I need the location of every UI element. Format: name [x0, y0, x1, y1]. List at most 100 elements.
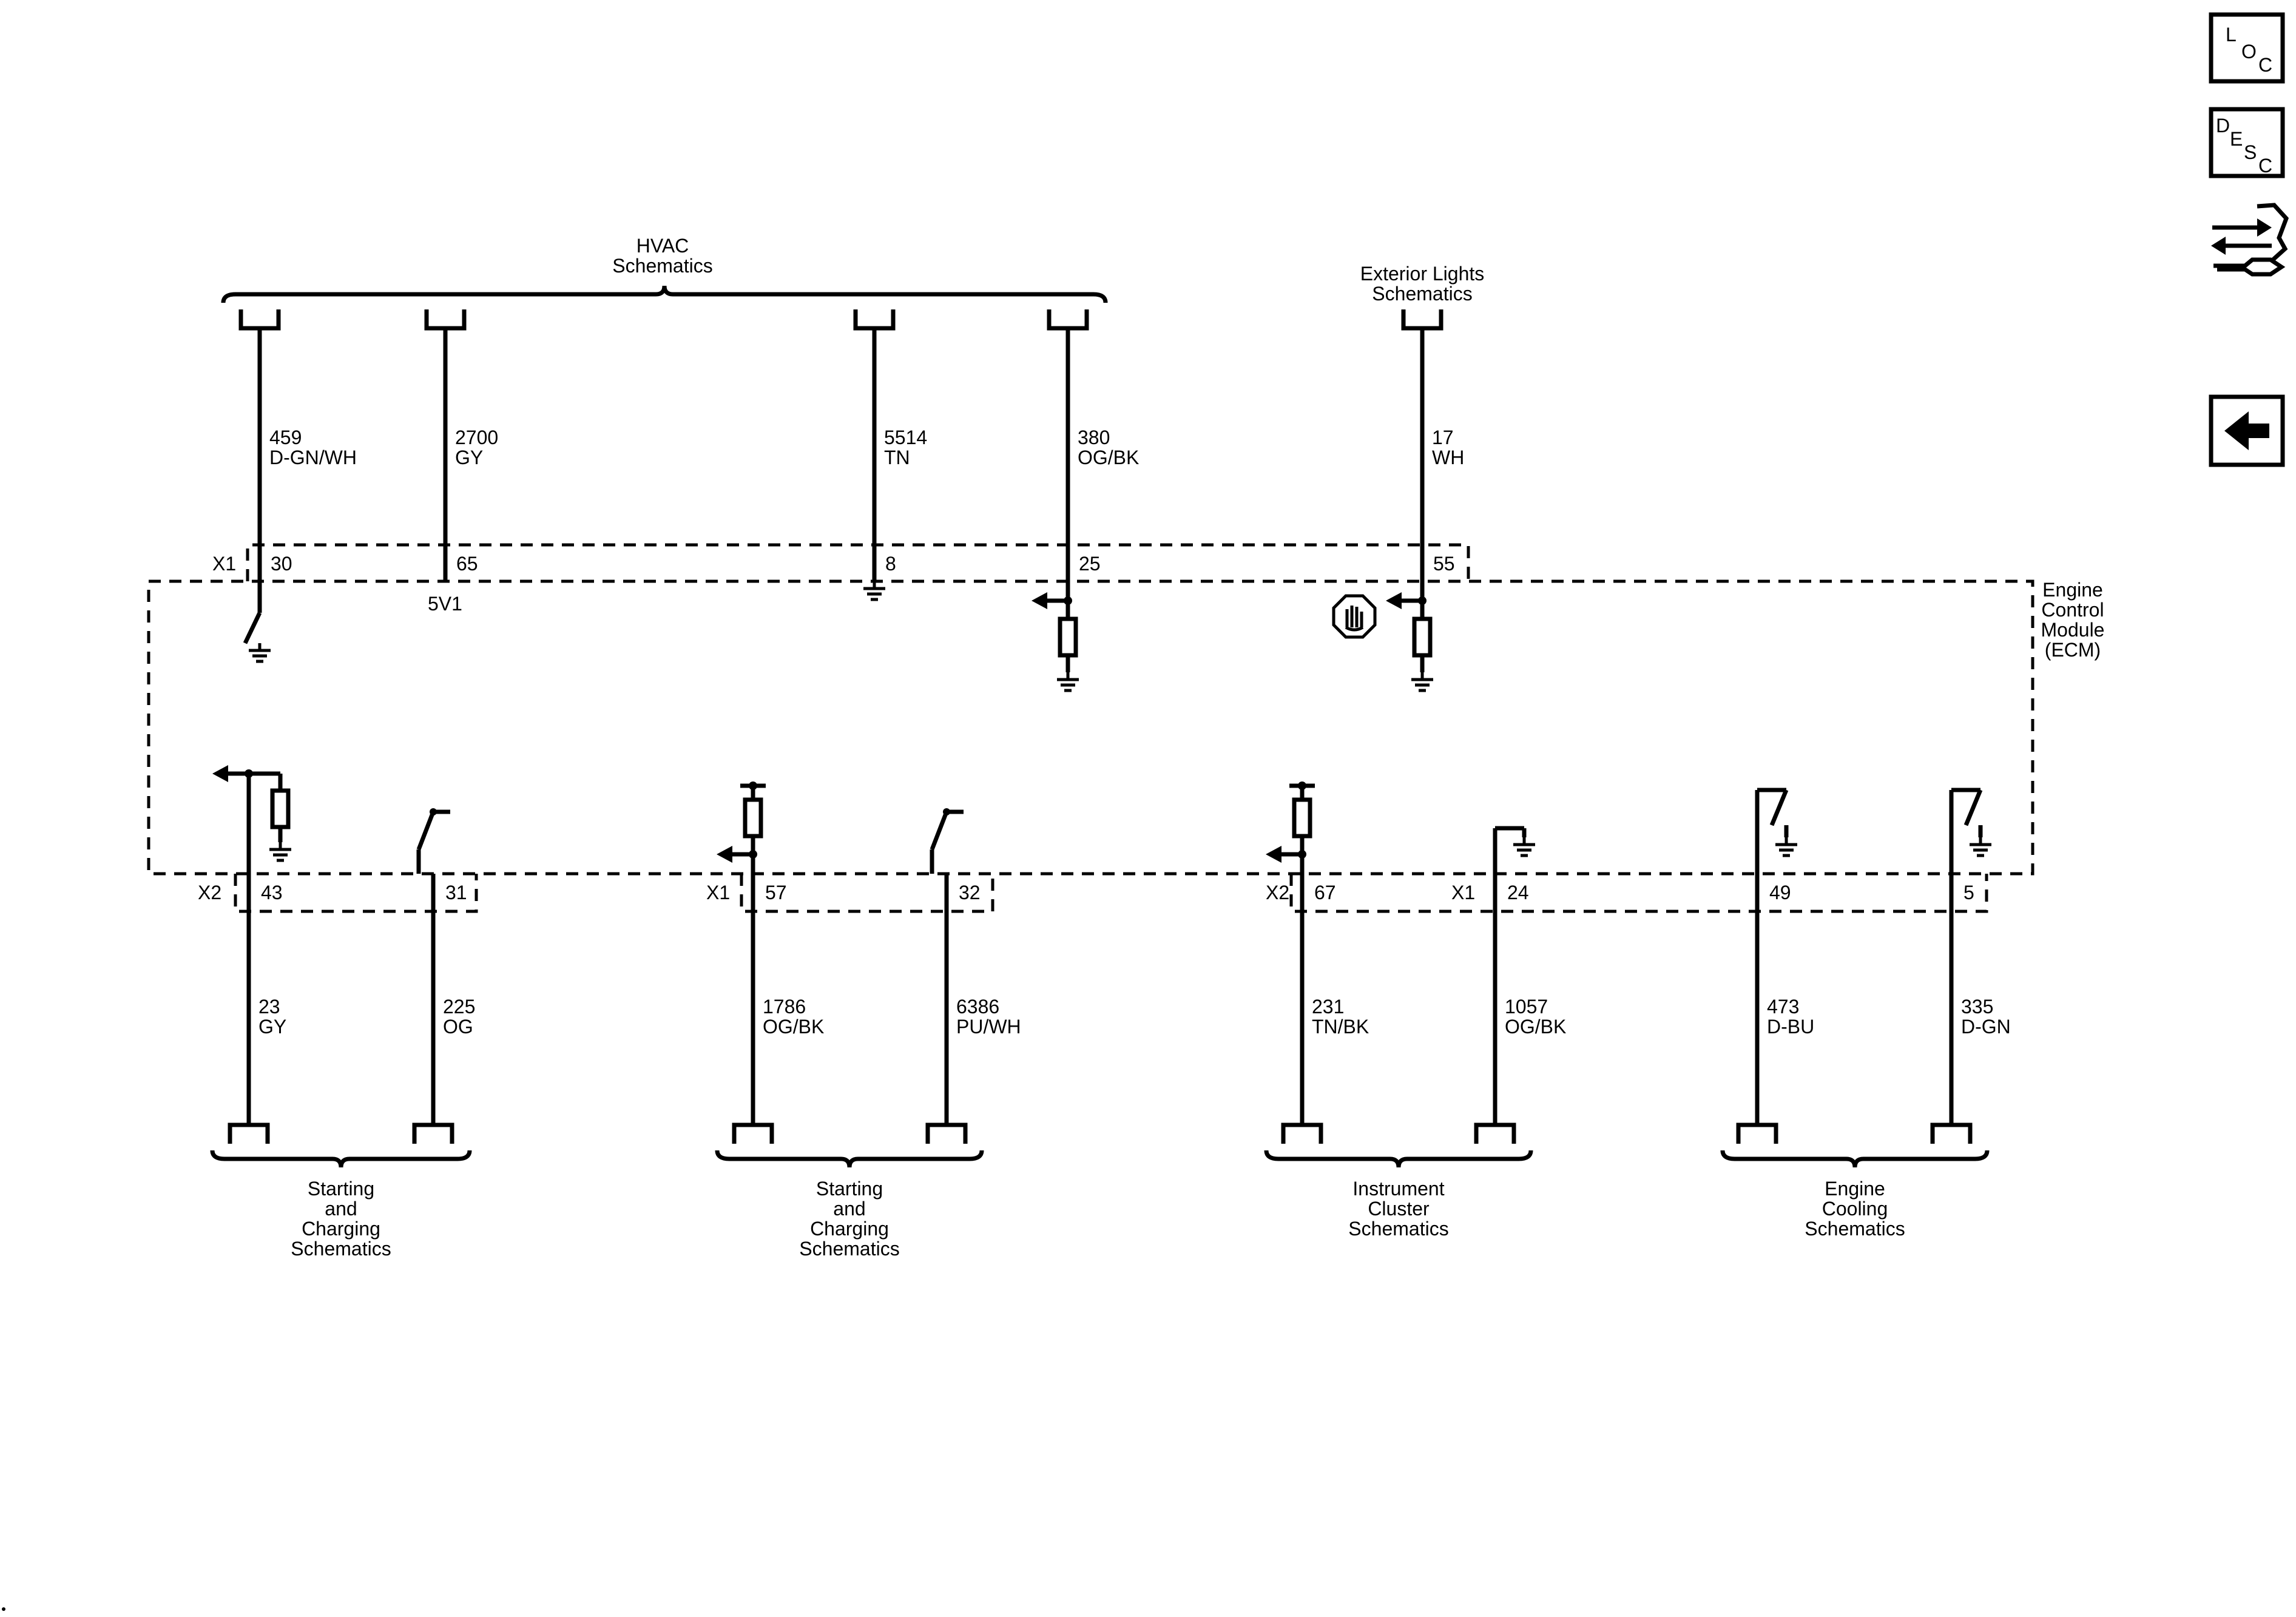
- circuit-380-internal: [1032, 581, 1079, 692]
- group-starting-charging-1-label-line-4: Schematics: [291, 1238, 391, 1260]
- pin-number: 31: [445, 882, 467, 903]
- pin-number: 8: [885, 553, 896, 575]
- wire-color: OG/BK: [763, 1016, 824, 1038]
- circuit-1786-internal: [717, 781, 766, 874]
- circuit-23-internal: [212, 765, 291, 874]
- terminal-icon: [853, 309, 896, 331]
- ground-icon: [1513, 837, 1535, 857]
- signal-arrow-icon: [1386, 592, 1402, 609]
- loc-letter-1: L: [2226, 24, 2237, 46]
- back-arrow-icon: [2224, 411, 2269, 450]
- ground-5514: [863, 581, 885, 601]
- connector-wrench-icon: [2211, 203, 2289, 277]
- wire-color: WH: [1432, 447, 1464, 468]
- loc-frame: [2209, 12, 2285, 84]
- ground-icon: [863, 581, 885, 601]
- terminal-icon: [424, 309, 467, 331]
- circuit-number: 335: [1961, 996, 1993, 1018]
- ground-icon: [1411, 672, 1433, 692]
- connector-label-x1-right: X1: [1451, 882, 1475, 903]
- circuit-17-internal: [1332, 581, 1433, 692]
- connector-x1-top: X1: [212, 543, 1470, 581]
- circuit-number: 231: [1312, 996, 1344, 1018]
- module-label-line-2: Control: [2041, 599, 2104, 621]
- group-brace: [210, 1150, 472, 1168]
- desc-frame: [2209, 107, 2285, 178]
- wire-color: OG/BK: [1078, 447, 1139, 468]
- pin-number: 24: [1507, 882, 1529, 903]
- connector-label: X2: [1266, 882, 1289, 903]
- wire-color: OG/BK: [1505, 1016, 1566, 1038]
- group-starting-charging-2-label-line-3: Charging: [810, 1218, 889, 1240]
- pin-number: 67: [1314, 882, 1336, 903]
- signal-arrow-icon: [1032, 592, 1047, 609]
- wire-color: GY: [258, 1016, 286, 1038]
- loc-letter-2: O: [2241, 41, 2257, 62]
- group-brace: [1264, 1150, 1533, 1168]
- group-starting-charging-2-label-line-4: Schematics: [799, 1238, 899, 1260]
- terminal-icon: [228, 1122, 270, 1144]
- group-starting-charging-2-label-line-2: and: [833, 1198, 865, 1220]
- terminal-icon: [1401, 309, 1443, 331]
- circuit-231-internal: [1266, 781, 1315, 874]
- pin-number: 32: [959, 882, 981, 903]
- terminal-icon: [412, 1122, 454, 1144]
- connector-x1-mid: X1: [706, 874, 994, 913]
- ground-icon: [1775, 837, 1797, 857]
- wire-color: D-BU: [1767, 1016, 1814, 1038]
- module-label-line-1: Engine: [2042, 579, 2103, 601]
- group-starting-charging-2-label-line-1: Starting: [816, 1178, 883, 1200]
- ground-icon: [1970, 837, 1991, 857]
- pin-number: 30: [271, 553, 292, 575]
- connector-label: X2: [198, 882, 221, 903]
- group-starting-charging-1-label-line-3: Charging: [302, 1218, 380, 1240]
- group-instrument-cluster-label-line-1: Instrument: [1352, 1178, 1444, 1200]
- group-brace: [221, 285, 1108, 303]
- resistor-icon: [743, 797, 763, 839]
- terminal-icon: [925, 1122, 968, 1144]
- connector-label: X1: [212, 553, 236, 575]
- switch-459: [243, 612, 271, 663]
- wire-color: D-GN/WH: [269, 447, 357, 468]
- back-frame: [2209, 394, 2285, 467]
- hvac-schematics-label-line-2: Schematics: [612, 255, 712, 277]
- group-starting-charging-1-label-line-1: Starting: [308, 1178, 374, 1200]
- resistor-icon: [1412, 616, 1433, 658]
- wire-color: TN/BK: [1312, 1016, 1369, 1038]
- terminal-icon: [238, 309, 281, 331]
- module-outline: [147, 579, 2034, 876]
- switch-icon: [416, 808, 450, 874]
- signal-arrow-icon: [717, 846, 732, 863]
- group-starting-charging-1-label-line-2: and: [325, 1198, 357, 1220]
- terminal-icon: [732, 1122, 774, 1144]
- connector-x2-left: X2: [198, 874, 478, 913]
- group-brace: [1720, 1150, 1990, 1168]
- loc-button[interactable]: LOC: [2209, 12, 2285, 84]
- back-button[interactable]: [2209, 394, 2285, 467]
- circuit-number: 459: [269, 427, 302, 448]
- wire-color: D-GN: [1961, 1016, 2011, 1038]
- ground-icon: [269, 842, 291, 862]
- circuit-473-internal: [1755, 788, 1797, 874]
- resistor-icon: [1292, 797, 1312, 839]
- pin-number: 55: [1433, 553, 1455, 575]
- group-instrument-cluster-label-line-2: Cluster: [1368, 1198, 1430, 1220]
- connector-button[interactable]: [2211, 203, 2289, 277]
